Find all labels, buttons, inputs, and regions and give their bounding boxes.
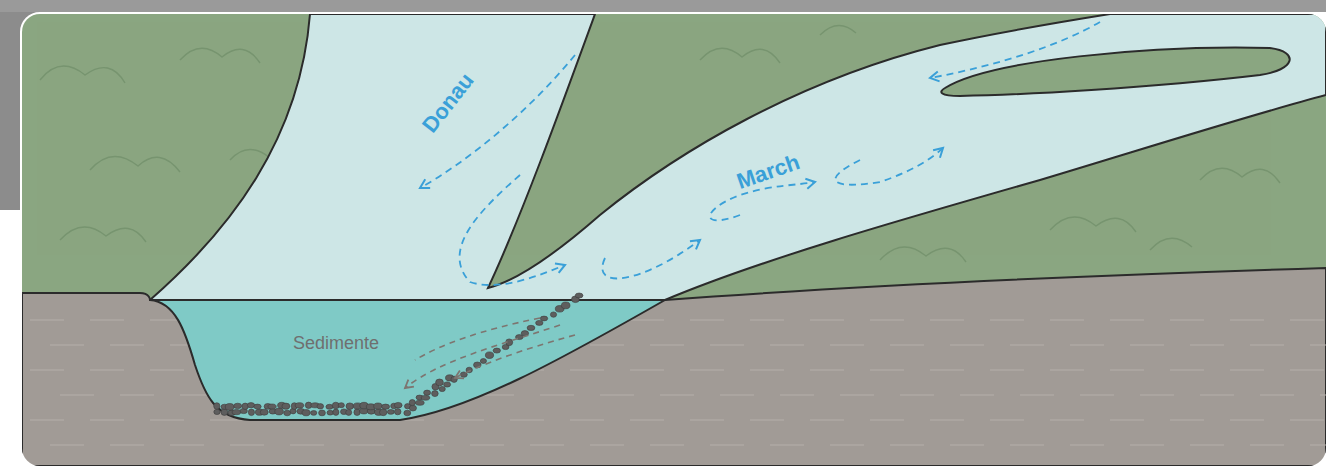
gravel-stone — [387, 410, 394, 415]
gravel-stone — [275, 408, 284, 415]
gravel-stone — [485, 352, 493, 359]
sediment-gravel — [214, 293, 583, 416]
sediment-label: Sedimente — [293, 333, 379, 354]
card — [22, 14, 1326, 466]
land — [22, 14, 1326, 314]
gravel-stone — [232, 410, 241, 415]
gravel-stone — [295, 403, 304, 408]
gravel-stone — [214, 409, 220, 414]
gravel-stone — [550, 312, 556, 317]
gravel-stone — [444, 382, 451, 387]
gravel-stone — [302, 410, 310, 416]
gravel-stone — [561, 302, 570, 309]
gravel-stone — [374, 403, 383, 409]
gravel-stone — [248, 409, 254, 416]
gravel-stone — [268, 404, 276, 409]
gravel-stone — [424, 390, 431, 395]
gravel-stone — [254, 404, 261, 409]
gravel-stone — [404, 410, 411, 416]
gravel-stone — [409, 400, 415, 406]
gravel-stone — [436, 379, 444, 386]
island — [941, 48, 1289, 96]
ground — [22, 268, 1326, 466]
gravel-stone — [319, 410, 326, 416]
gravel-stone — [346, 409, 352, 415]
riverbed-water — [150, 300, 665, 420]
gravel-stone — [575, 293, 583, 298]
flow-arrows — [420, 22, 1100, 285]
gravel-stone — [415, 400, 424, 405]
sediment-flow-arrows — [405, 318, 575, 388]
gravel-stone — [527, 325, 535, 330]
gravel-stone — [380, 409, 387, 416]
gravel-stone — [333, 409, 339, 415]
gravel-stone — [480, 359, 486, 364]
gravel-stone — [394, 409, 401, 415]
gravel-stone — [284, 410, 291, 416]
gravel-stone — [338, 403, 344, 408]
gravel-stone — [493, 348, 500, 353]
gravel-stone — [225, 404, 234, 411]
river — [150, 14, 1326, 300]
gravel-stone — [354, 409, 360, 416]
gravel-stone — [394, 402, 402, 408]
gravel-stone — [327, 410, 333, 415]
gravel-stone — [282, 403, 290, 409]
gravel-stone — [432, 391, 439, 397]
gravel-stone — [214, 403, 220, 410]
gravel-stone — [421, 395, 430, 400]
gravel-stone — [311, 411, 317, 416]
gravel-stone — [439, 386, 445, 391]
photo-fragment — [0, 0, 1326, 12]
gravel-stone — [317, 404, 324, 409]
gravel-stone — [221, 409, 228, 415]
gravel-stone — [382, 404, 390, 409]
gravel-stone — [346, 403, 354, 410]
gravel-stone — [234, 403, 242, 408]
gravel-stone — [540, 316, 547, 321]
gravel-stone — [409, 405, 416, 411]
gravel-stone — [536, 320, 543, 325]
gravel-stone — [260, 409, 268, 415]
